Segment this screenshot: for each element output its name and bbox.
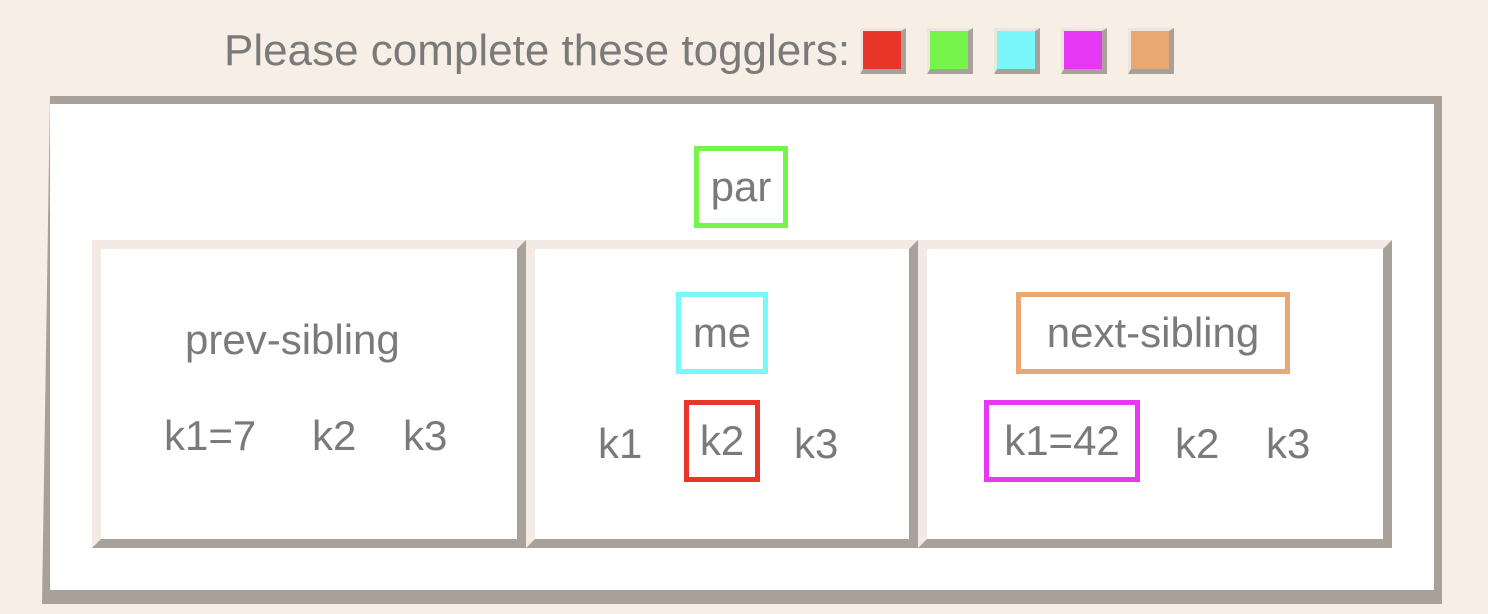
toggler-green[interactable] — [927, 28, 974, 74]
me-label-text: me — [692, 309, 752, 356]
toggler-red[interactable] — [860, 28, 907, 74]
parent-label-text: par — [710, 163, 772, 210]
next-sibling-label-text: next-sibling — [1046, 309, 1260, 356]
next-key-k1[interactable]: k1=42 — [984, 400, 1140, 482]
prev-key-k1: k1=7 — [164, 412, 257, 459]
toggler-cyan[interactable] — [994, 28, 1041, 74]
me-key-k2[interactable]: k2 — [684, 400, 760, 482]
next-sibling-label[interactable]: next-sibling — [1016, 292, 1290, 374]
me-key-k1: k1 — [598, 420, 643, 467]
toggler-magenta[interactable] — [1061, 28, 1108, 74]
prev-key-k2: k2 — [312, 412, 357, 459]
prev-sibling-panel — [92, 240, 526, 548]
next-key-k1-text: k1=42 — [1004, 417, 1120, 464]
next-key-k2: k2 — [1175, 420, 1220, 467]
me-panel — [526, 240, 918, 548]
prev-key-k3: k3 — [403, 412, 448, 459]
toggler-orange[interactable] — [1128, 28, 1175, 74]
next-key-k3: k3 — [1266, 420, 1311, 467]
prompt-text: Please complete these togglers: — [224, 26, 851, 75]
prompt-bar: Please complete these togglers: — [224, 24, 1195, 78]
parent-label[interactable]: par — [694, 146, 788, 228]
me-key-k3: k3 — [794, 420, 839, 467]
me-label[interactable]: me — [676, 292, 768, 374]
next-sibling-panel — [918, 240, 1392, 548]
me-key-k2-text: k2 — [699, 417, 745, 464]
prev-sibling-label: prev-sibling — [185, 316, 400, 363]
